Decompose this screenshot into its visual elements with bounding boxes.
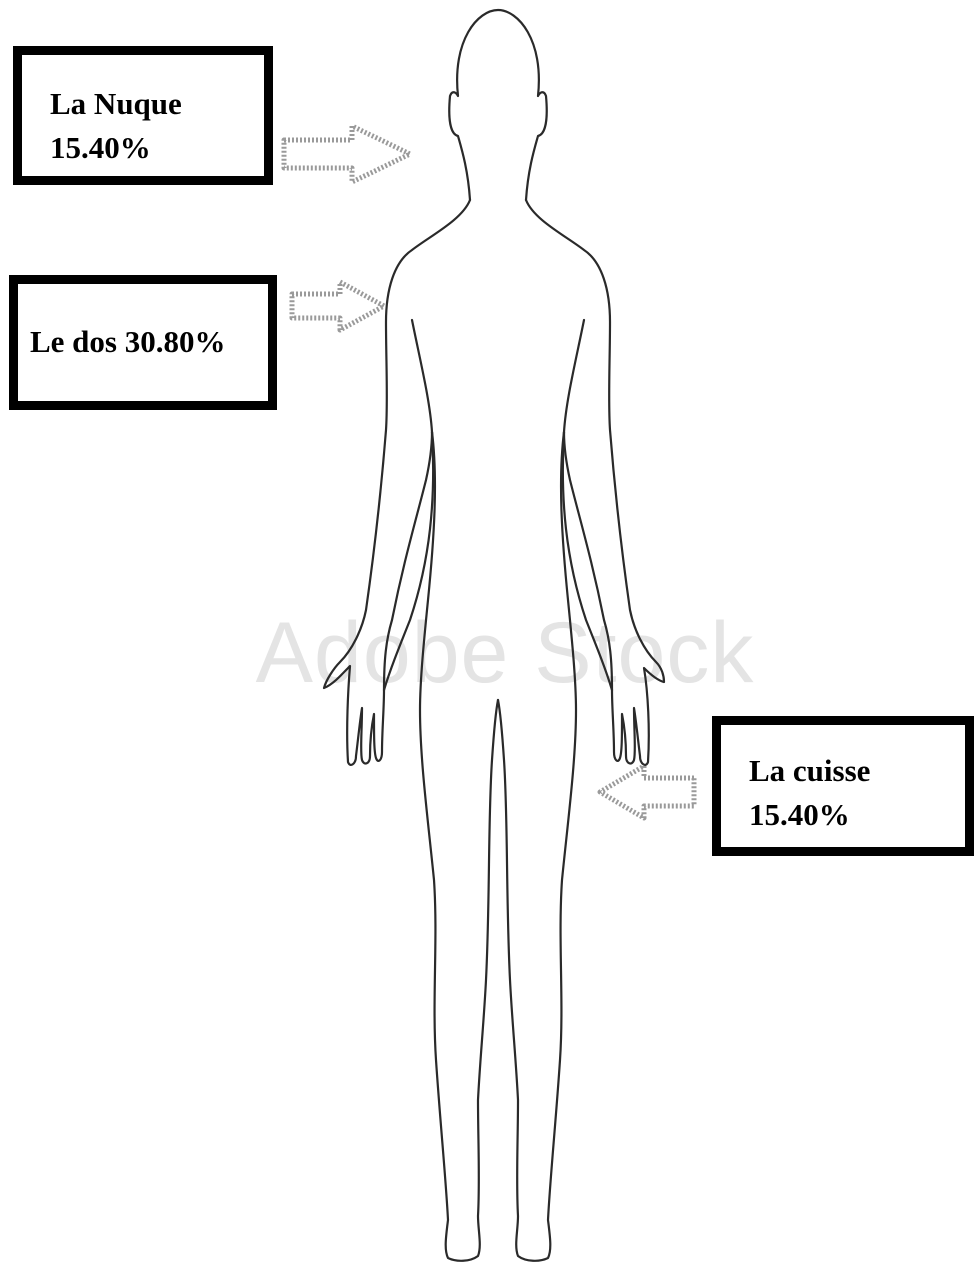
left-waist-outline xyxy=(412,320,498,1261)
watermark-text: Adobe Stock xyxy=(256,605,755,701)
hollow-arrow-icon xyxy=(292,282,384,330)
hollow-arrow-icon xyxy=(284,126,410,182)
back-label-box: Le dos 30.80% xyxy=(9,275,277,410)
back-label-line: Le dos 30.80% xyxy=(30,320,268,364)
hollow-arrow-icon xyxy=(600,766,694,818)
thigh-label-box: La cuisse 15.40% xyxy=(712,716,974,856)
thigh-label-value: 15.40% xyxy=(749,793,965,837)
back-label-name: Le dos xyxy=(30,324,117,359)
neck-label-box: La Nuque 15.40% xyxy=(13,46,273,185)
back-label-value: 30.80% xyxy=(125,324,226,359)
neck-label-value: 15.40% xyxy=(50,126,264,170)
right-waist-outline xyxy=(498,320,584,1261)
head-outline xyxy=(449,10,546,200)
neck-label-name: La Nuque xyxy=(50,82,264,126)
thigh-label-name: La cuisse xyxy=(749,749,965,793)
